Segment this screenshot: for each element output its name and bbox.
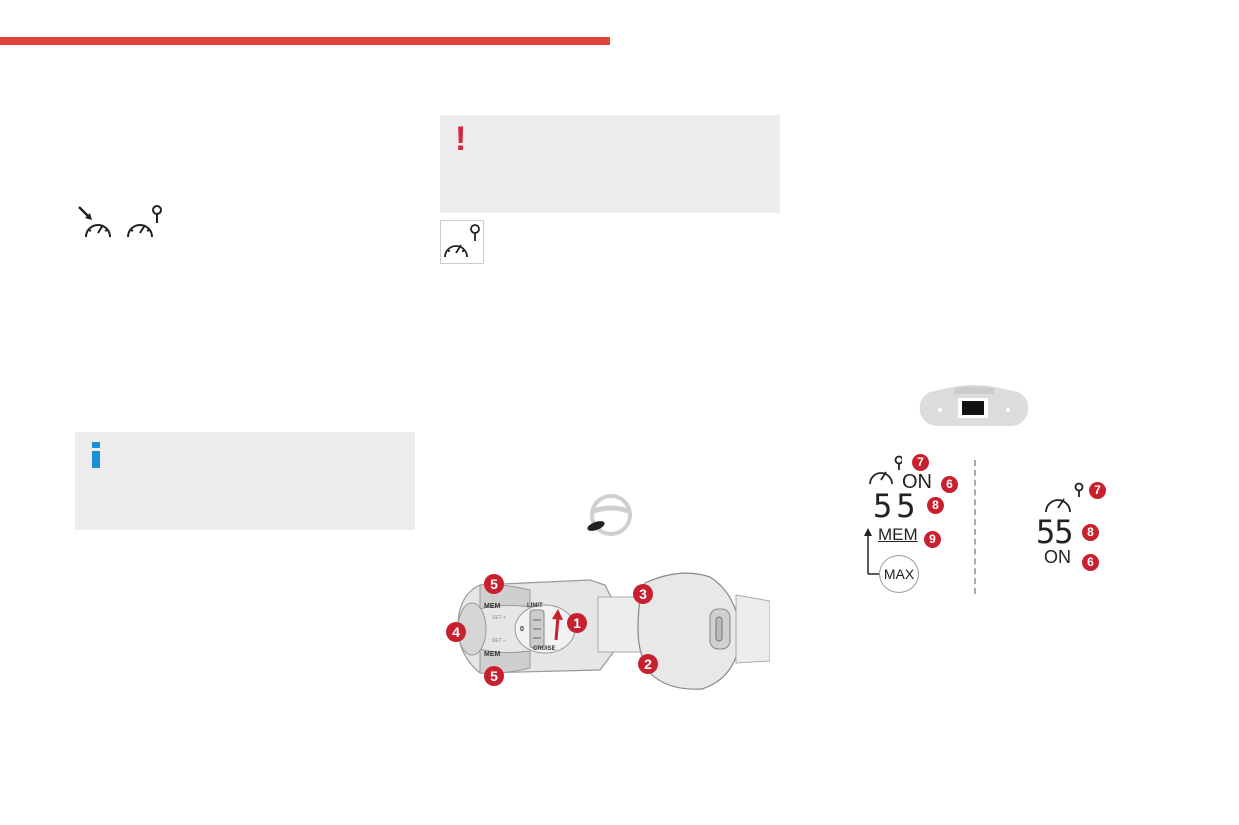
callout-3: 3	[633, 584, 653, 604]
zero-label: 0	[520, 626, 524, 633]
max-label: MAX	[883, 566, 915, 582]
callout-8-right: 8	[1082, 524, 1099, 541]
mem-bracket-arrow	[864, 528, 880, 575]
speedometer-pin-icon	[1045, 482, 1084, 513]
speedometer-pin-icon	[444, 224, 480, 258]
cruise-label: CRUISE	[533, 646, 556, 652]
speed-limiter-icon	[78, 205, 162, 238]
callout-8-left: 8	[927, 497, 944, 514]
info-icon	[92, 442, 102, 468]
limit-label: LIMIT	[527, 603, 543, 609]
callout-6-right: 6	[1082, 554, 1099, 571]
mem-label-top: MEM	[484, 603, 501, 610]
callout-6-left: 6	[941, 476, 958, 493]
on-indicator-left: ON	[902, 471, 932, 493]
on-indicator-right: ON	[1044, 547, 1071, 567]
callout-4: 4	[446, 622, 466, 642]
mem-indicator: MEM	[878, 525, 918, 544]
speedometer-pin-icon	[869, 455, 902, 485]
steering-wheel-icon	[587, 494, 632, 536]
cruise-stalk-illustration	[457, 572, 770, 690]
set-minus-label: SET –	[492, 638, 506, 644]
callout-5-top: 5	[484, 574, 504, 594]
dashboard-icon	[919, 385, 1029, 426]
display-divider	[974, 460, 976, 594]
callout-5-bottom: 5	[484, 666, 504, 686]
speedometer-pin-icon-frame	[440, 220, 484, 264]
speed-value-left: 55	[873, 487, 920, 525]
max-button: MAX	[879, 555, 919, 593]
mem-label-bottom: MEM	[484, 651, 501, 658]
callout-7-right: 7	[1089, 482, 1106, 499]
callout-2: 2	[638, 654, 658, 674]
set-plus-label: SET +	[492, 615, 506, 621]
callout-7-left: 7	[912, 454, 929, 471]
speed-value-right: 55	[1036, 513, 1074, 551]
header-accent-bar	[0, 37, 610, 45]
warning-icon: !	[455, 120, 467, 158]
callout-9: 9	[924, 531, 941, 548]
info-note-box	[75, 432, 415, 530]
warning-note-box	[440, 115, 780, 213]
callout-1: 1	[567, 613, 587, 633]
